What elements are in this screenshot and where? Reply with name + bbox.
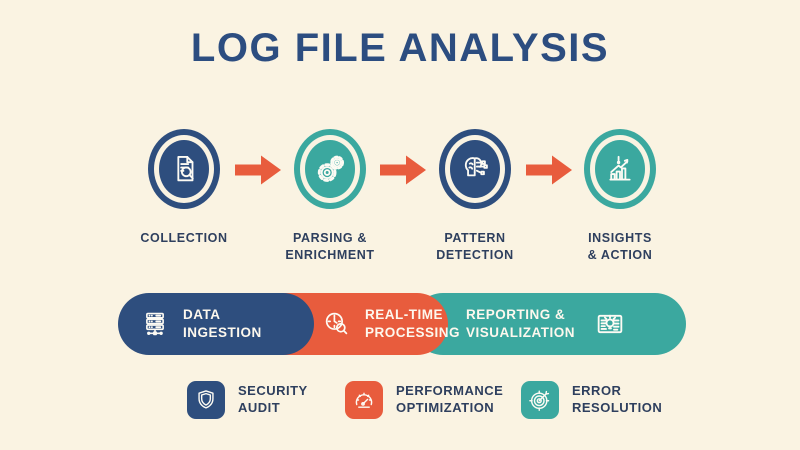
flow-step-label: COLLECTION xyxy=(140,231,228,245)
arrow-right-icon xyxy=(235,155,281,185)
arrow-right-icon xyxy=(526,155,572,185)
arrow-right-icon xyxy=(380,155,426,185)
feature-error-resolution: ERROR RESOLUTION xyxy=(521,381,662,419)
capability-banner: REPORTING & VISUALIZATION xyxy=(118,293,686,355)
banner-segment-data-ingestion: DATA INGESTION xyxy=(118,293,314,355)
feature-security-audit: SECURITY AUDIT xyxy=(187,381,308,419)
bar-chart-alert-icon xyxy=(595,140,645,198)
feature-label: PERFORMANCE OPTIMIZATION xyxy=(396,383,504,415)
flow-step-label: PATTERN DETECTION xyxy=(436,231,514,262)
banner-segment-label: REAL-TIME PROCESSING xyxy=(365,307,461,340)
target-dart-icon xyxy=(521,381,559,419)
shield-icon xyxy=(187,381,225,419)
gears-icon xyxy=(305,140,355,198)
banner-segment-label: DATA INGESTION xyxy=(183,307,262,340)
flow-step-collection: COLLECTION xyxy=(109,129,259,247)
server-stack-icon xyxy=(146,312,164,336)
flow-step-label: PARSING & ENRICHMENT xyxy=(285,231,375,262)
page-title: LOG FILE ANALYSIS xyxy=(190,26,610,70)
feature-label: ERROR RESOLUTION xyxy=(572,383,663,415)
banner-segment-label: REPORTING & VISUALIZATION xyxy=(466,307,575,340)
feature-performance-optimization: PERFORMANCE OPTIMIZATION xyxy=(345,381,503,419)
document-magnifier-icon xyxy=(159,140,209,198)
flow-step-insights-action: INSIGHTS & ACTION xyxy=(545,129,695,264)
brain-circuit-icon xyxy=(450,140,500,198)
gauge-icon xyxy=(345,381,383,419)
report-lightbulb-icon xyxy=(597,314,623,334)
clock-magnifier-icon xyxy=(325,312,348,335)
banner-segment-reporting-visualization: REPORTING & VISUALIZATION xyxy=(412,293,686,355)
flow-step-pattern-detection: PATTERN DETECTION xyxy=(400,129,550,264)
flow-step-label: INSIGHTS & ACTION xyxy=(587,231,653,262)
feature-label: SECURITY AUDIT xyxy=(238,383,308,415)
flow-step-parsing-enrichment: PARSING & ENRICHMENT xyxy=(255,129,405,264)
